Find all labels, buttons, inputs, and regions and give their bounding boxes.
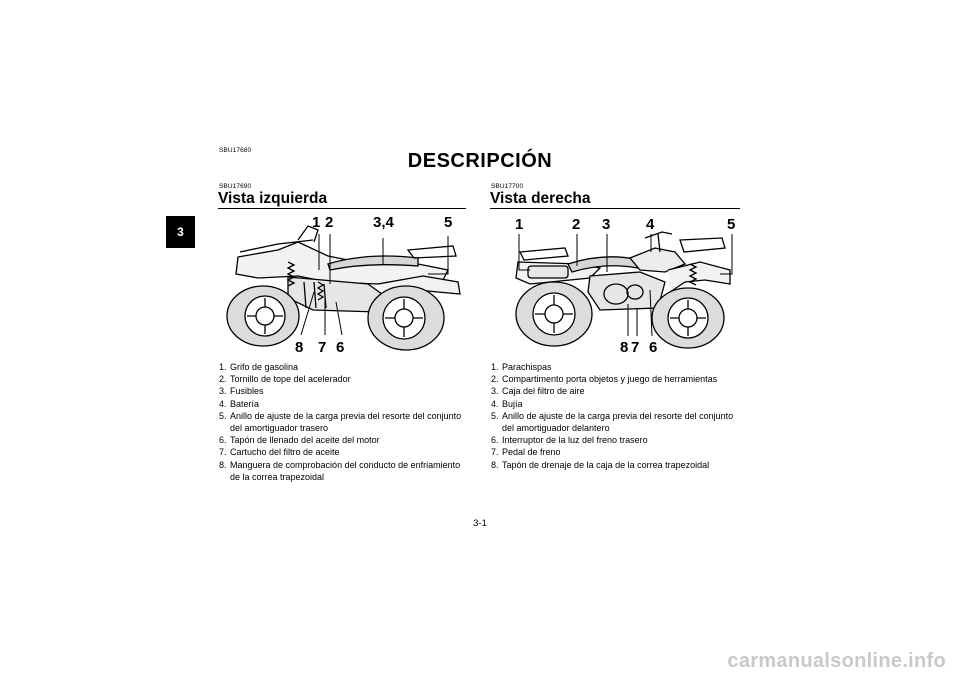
list-item: 8.Manguera de comprobación del conducto … <box>219 459 469 483</box>
front-wheel <box>651 287 725 349</box>
item-text: Fusibles <box>230 386 264 397</box>
page-title: DESCRIPCIÓN <box>407 150 553 172</box>
left-callout-3-4: 3,4 <box>373 214 394 231</box>
item-number: 1. <box>491 362 499 372</box>
item-text: Anillo de ajuste de la carga previa del … <box>230 410 462 434</box>
list-item: 6.Tapón de llenado del aceite del motor <box>219 434 469 446</box>
watermark: carmanualsonline.info <box>727 650 946 672</box>
right-section-title: Vista derecha <box>490 190 591 207</box>
item-text: Tapón de llenado del aceite del motor <box>230 435 380 446</box>
left-parts-list: 1.Grifo de gasolina 2.Tornillo de tope d… <box>219 361 469 483</box>
list-item: 2.Tornillo de tope del acelerador <box>219 373 469 385</box>
item-text: Batería <box>230 398 260 409</box>
left-view-figure <box>218 212 468 354</box>
list-item: 7.Cartucho del filtro de aceite <box>219 446 469 458</box>
right-section-code: SBU17700 <box>491 183 524 190</box>
list-item: 3.Caja del filtro de aire <box>491 385 743 397</box>
item-number: 7. <box>219 447 227 458</box>
left-callout-7: 7 <box>318 339 327 356</box>
list-item: 1.Grifo de gasolina <box>219 361 469 373</box>
list-item: 8.Tapón de drenaje de la caja de la corr… <box>491 459 743 471</box>
right-parts-list: 1.Parachispas 2.Compartimento porta obje… <box>491 361 743 471</box>
atv-left-view-illustration <box>226 225 461 351</box>
list-item: 3.Fusibles <box>219 385 469 397</box>
item-number: 6. <box>219 435 227 446</box>
list-item: 6.Interruptor de la luz del freno traser… <box>491 434 743 446</box>
left-section-code: SBU17690 <box>219 183 252 190</box>
item-number: 7. <box>491 447 499 458</box>
item-text: Grifo de gasolina <box>230 362 299 372</box>
right-callout-2: 2 <box>572 216 581 233</box>
item-text: Anillo de ajuste de la carga previa del … <box>502 410 734 434</box>
header-code: SBU17680 <box>219 147 252 154</box>
left-title-rule <box>218 208 466 209</box>
right-callout-6: 6 <box>649 339 658 356</box>
list-item: 4.Batería <box>219 398 469 410</box>
item-number: 3. <box>491 386 499 397</box>
list-item: 7.Pedal de freno <box>491 446 743 458</box>
left-callout-1: 1 <box>312 214 321 231</box>
right-callout-5: 5 <box>727 216 736 233</box>
item-text: Caja del filtro de aire <box>502 386 585 397</box>
rear-wheel <box>226 285 300 347</box>
list-item: 5.Anillo de ajuste de la carga previa de… <box>219 410 469 434</box>
item-text: Pedal de freno <box>502 447 561 458</box>
right-callout-7: 7 <box>631 339 640 356</box>
item-number: 3. <box>219 386 227 397</box>
item-number: 1. <box>219 362 227 372</box>
item-text: Tornillo de tope del acelerador <box>230 374 351 385</box>
item-number: 4. <box>219 398 227 409</box>
section-tab: 3 <box>166 216 195 248</box>
item-number: 5. <box>491 410 499 421</box>
item-number: 2. <box>219 374 227 385</box>
rear-wheel <box>515 281 593 347</box>
item-text: Tapón de drenaje de la caja de la correa… <box>502 459 710 470</box>
item-text: Manguera de comprobación del conducto de… <box>230 459 461 482</box>
item-text: Cartucho del filtro de aceite <box>230 447 340 458</box>
list-item: 1.Parachispas <box>491 361 743 373</box>
item-number: 8. <box>219 459 227 470</box>
item-number: 5. <box>219 410 227 421</box>
item-text: Bujía <box>502 398 523 409</box>
atv-right-view-illustration <box>515 231 733 349</box>
item-text: Compartimento porta objetos y juego de h… <box>502 374 718 385</box>
right-view-figure <box>490 212 742 354</box>
left-callout-8: 8 <box>295 339 304 356</box>
right-callout-1: 1 <box>515 216 524 233</box>
item-number: 6. <box>491 435 499 446</box>
list-item: 2.Compartimento porta objetos y juego de… <box>491 373 743 385</box>
right-callout-4: 4 <box>646 216 655 233</box>
left-section-title: Vista izquierda <box>218 190 328 207</box>
item-text: Interruptor de la luz del freno trasero <box>502 435 648 446</box>
right-callout-3: 3 <box>602 216 611 233</box>
left-callout-2: 2 <box>325 214 334 231</box>
page-number: 3-1 <box>473 518 487 529</box>
front-wheel <box>367 285 445 351</box>
left-callout-5: 5 <box>444 214 453 231</box>
item-number: 2. <box>491 374 499 385</box>
item-text: Parachispas <box>502 362 552 372</box>
list-item: 5.Anillo de ajuste de la carga previa de… <box>491 410 743 434</box>
item-number: 8. <box>491 459 499 470</box>
item-number: 4. <box>491 398 499 409</box>
right-title-rule <box>490 208 740 209</box>
right-callout-8: 8 <box>620 339 629 356</box>
left-callout-6: 6 <box>336 339 345 356</box>
list-item: 4.Bujía <box>491 398 743 410</box>
